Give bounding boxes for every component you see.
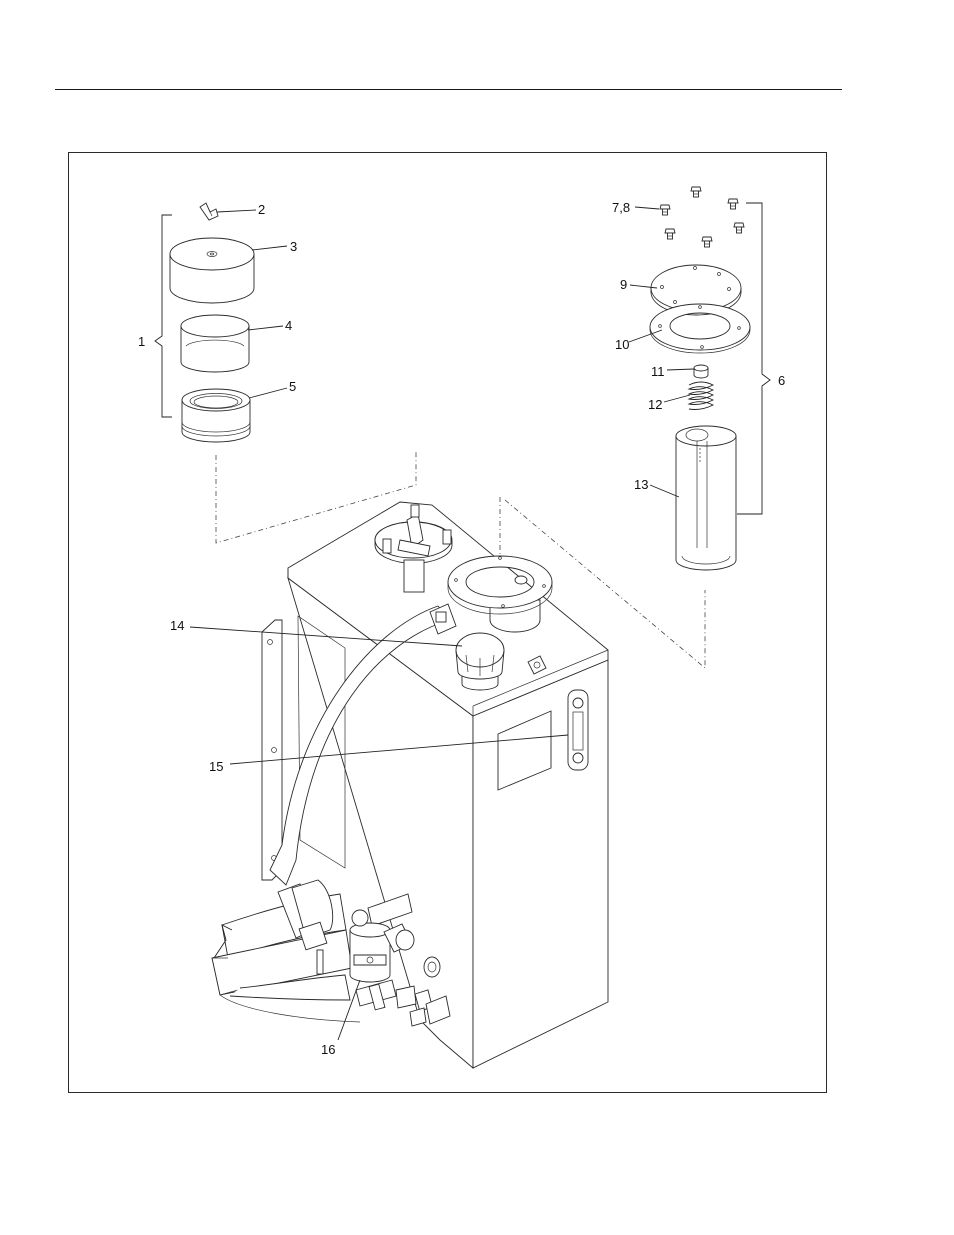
- wing-nut: [200, 203, 218, 220]
- cover-bolts: [660, 187, 744, 247]
- callout-4: 4: [285, 318, 292, 333]
- leader-13: [650, 485, 679, 497]
- callout-16: 16: [321, 1042, 335, 1057]
- callout-15: 15: [209, 759, 223, 774]
- callout-3: 3: [290, 239, 297, 254]
- callout-13: 13: [634, 477, 648, 492]
- filter-spring: [689, 382, 713, 410]
- callout-11: 11: [651, 364, 665, 379]
- leader-4: [248, 326, 283, 330]
- filter-element: [676, 426, 736, 570]
- breather-sleeve: [181, 315, 249, 372]
- suction-hoses: [212, 880, 352, 1000]
- callout-1: 1: [138, 334, 145, 349]
- leader-11: [667, 369, 694, 370]
- leader-2: [217, 210, 256, 212]
- callout-2: 2: [258, 202, 265, 217]
- callout-10: 10: [615, 337, 629, 352]
- callout-6: 6: [778, 373, 785, 388]
- callout-12: 12: [648, 397, 662, 412]
- breather-assembly: [155, 203, 287, 442]
- filler-cap: [456, 633, 504, 690]
- drain-plug: [424, 957, 440, 977]
- filter-gasket: [650, 304, 750, 353]
- sight-gauge: [568, 690, 588, 770]
- breather-filter: [182, 389, 250, 442]
- leader-7-8: [635, 207, 659, 209]
- callout-14: 14: [170, 618, 184, 633]
- callout-5: 5: [289, 379, 296, 394]
- breather-cap: [170, 238, 254, 303]
- callout-7-8: 7,8: [612, 200, 630, 215]
- leader-3: [252, 246, 287, 250]
- filter-valve-cap: [694, 365, 708, 378]
- bracket-item-6: [737, 203, 770, 514]
- callout-9: 9: [620, 277, 627, 292]
- leader-12: [664, 395, 690, 402]
- tank-mount-bracket: [262, 620, 282, 880]
- leader-5: [249, 388, 287, 398]
- hydraulic-tank: [212, 502, 608, 1068]
- bracket-item-1: [155, 215, 172, 417]
